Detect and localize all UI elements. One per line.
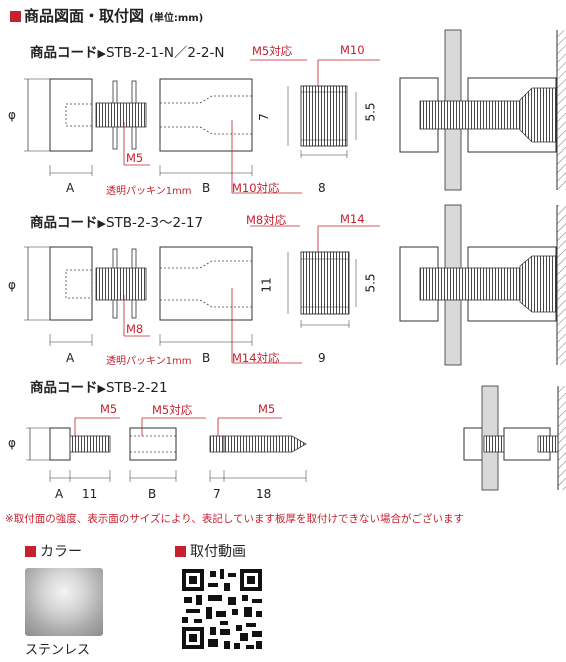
product-code-row2: 商品コード▶STB-2-3〜2-17: [30, 211, 203, 231]
dim-a-label: A: [66, 181, 75, 195]
screw-thread-label: M5: [258, 402, 276, 416]
body-fit-label: M5対応: [152, 403, 193, 417]
stainless-color-swatch: [25, 568, 103, 636]
video-section-title: 取付動画: [175, 541, 246, 561]
gasket-label: 透明パッキン1mm: [106, 186, 192, 197]
unit-label: (単位:mm): [149, 13, 204, 24]
qr-code[interactable]: [180, 567, 264, 651]
row3-drawing: [26, 385, 566, 491]
row2-drawing: [24, 204, 566, 366]
triangle-right-icon: ▶: [97, 382, 106, 395]
dim-s1-label: 7: [213, 487, 221, 501]
cap-thread-label: M8: [126, 322, 144, 336]
body-fit-label: M5対応: [252, 44, 293, 58]
dim-b-label: B: [202, 351, 211, 365]
drawing-title: 商品図面・取付図: [24, 7, 145, 25]
product-code-prefix: 商品コード: [30, 45, 98, 61]
dim-h1-label: 11: [259, 277, 274, 293]
body-fit-label: M8対応: [246, 213, 287, 227]
cap-thread-label: M5: [126, 151, 144, 165]
section-title: 商品図面・取付図 (単位:mm): [10, 5, 203, 26]
product-code-row3: 商品コード▶STB-2-21: [30, 376, 168, 396]
phi-label: φ: [8, 108, 16, 122]
dim-b-label: B: [148, 487, 157, 501]
body-bottom-label: M14対応: [232, 351, 280, 365]
dim-h2-label: 5.5: [363, 102, 378, 122]
dim-h1-label: 7: [256, 113, 271, 121]
red-square-icon: [25, 546, 36, 557]
side-thread-label: M14: [340, 212, 365, 226]
dim-len-label: 9: [318, 351, 326, 365]
product-code-value: STB-2-21: [105, 380, 168, 396]
triangle-right-icon: ▶: [97, 217, 106, 230]
gasket-label: 透明パッキン1mm: [106, 356, 192, 367]
body-bottom-label: M10対応: [232, 181, 280, 195]
phi-label: φ: [8, 278, 16, 292]
product-code-prefix: 商品コード: [30, 380, 98, 396]
dim-s2-label: 18: [256, 487, 272, 501]
product-code-value: STB-2-3〜2-17: [105, 215, 204, 231]
cap-thread-label: M5: [100, 402, 118, 416]
dim-a-label: A: [55, 487, 64, 501]
row1-drawing: [24, 29, 566, 194]
installation-note: ※取付面の強度、表示面のサイズにより、表記しています板厚を取付けできない場合がご…: [5, 513, 465, 525]
triangle-right-icon: ▶: [97, 47, 106, 60]
red-square-icon: [10, 11, 21, 22]
product-code-value: STB-2-1-N／2-2-N: [105, 45, 225, 61]
dim-len-label: 8: [318, 181, 326, 195]
swatch-label: ステンレス: [25, 643, 91, 658]
dim-a-label: A: [66, 351, 75, 365]
phi-label: φ: [8, 436, 16, 450]
red-square-icon: [175, 546, 186, 557]
product-code-row1: 商品コード▶STB-2-1-N／2-2-N: [30, 41, 224, 61]
dim-h2-label: 5.5: [363, 273, 378, 293]
side-thread-label: M10: [340, 43, 365, 57]
dim-a-len-label: 11: [82, 487, 98, 501]
color-section-title: カラー: [25, 541, 82, 561]
product-code-prefix: 商品コード: [30, 215, 98, 231]
dim-b-label: B: [202, 181, 211, 195]
